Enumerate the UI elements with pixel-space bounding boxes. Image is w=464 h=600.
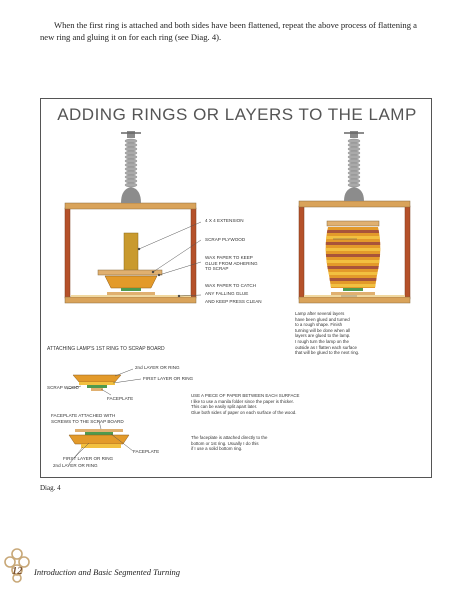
label-wax-paper-catch-c: AND KEEP PRESS CLEAN [205, 299, 262, 304]
label-faceplate-bottom: FACEPLATE [133, 449, 160, 454]
label-wax-paper-keep-c: TO SCRAP [205, 266, 229, 272]
label-scrap-wood: SCRAP WOOD [47, 385, 79, 390]
intro-paragraph: When the first ring is attached and both… [40, 19, 417, 42]
label-first-layer-top: FIRST LAYER OR RING [143, 376, 194, 381]
label-second-layer-bottom: 2nd LAYER OR RING [53, 463, 98, 468]
label-attaching: ATTACHING LAMP'S 1ST RING TO SCRAP BOARD [47, 346, 165, 352]
faceplate-note: The faceplate is attached directly to th… [191, 435, 268, 452]
diagram-caption: Diag. 4 [40, 484, 61, 492]
label-first-layer-bottom: FIRST LAYER OR RING [63, 456, 114, 461]
label-second-layer-top: 2nd LAYER OR RING [135, 365, 180, 370]
paper-note: USE A PIECE OF PAPER BETWEEN EACH SURFAC… [191, 393, 300, 415]
diagram-frame: ADDING RINGS OR LAYERS TO THE LAMP [40, 98, 432, 478]
lamp-note: Lamp after several layers have been glue… [295, 311, 360, 356]
label-wax-paper-catch-a: WAX PAPER TO CATCH [205, 283, 257, 288]
footer-title: Introduction and Basic Segmented Turning [34, 567, 181, 577]
label-faceplate-top: FACEPLATE [107, 396, 134, 401]
ornament-logo-icon [4, 548, 30, 583]
label-wax-paper-keep-a: WAX PAPER TO KEEP [205, 255, 253, 260]
label-extension: 4 X 4 EXTENSION [205, 218, 244, 223]
right-press [298, 131, 411, 304]
right-screw [344, 131, 364, 201]
small-assembly-top [66, 368, 142, 396]
label-scrap-plywood: SCRAP PLYWOOD [205, 237, 246, 242]
small-assembly-bottom [68, 420, 134, 465]
page-number: 12 [12, 566, 23, 577]
label-faceplate-attached-b: SCREWS TO THE SCRAP BOARD [51, 418, 124, 424]
left-press [64, 131, 197, 304]
press-diagram [64, 131, 411, 465]
left-screw [121, 131, 141, 203]
diagram-title: ADDING RINGS OR LAYERS TO THE LAMP [57, 105, 417, 124]
label-faceplate-attached-a: FACEPLATE ATTACHED WITH [51, 413, 116, 418]
label-wax-paper-catch-b: ANY FALLING GLUE [205, 291, 249, 296]
label-wax-paper-keep-b: GLUE FROM ADHERING [205, 260, 258, 266]
